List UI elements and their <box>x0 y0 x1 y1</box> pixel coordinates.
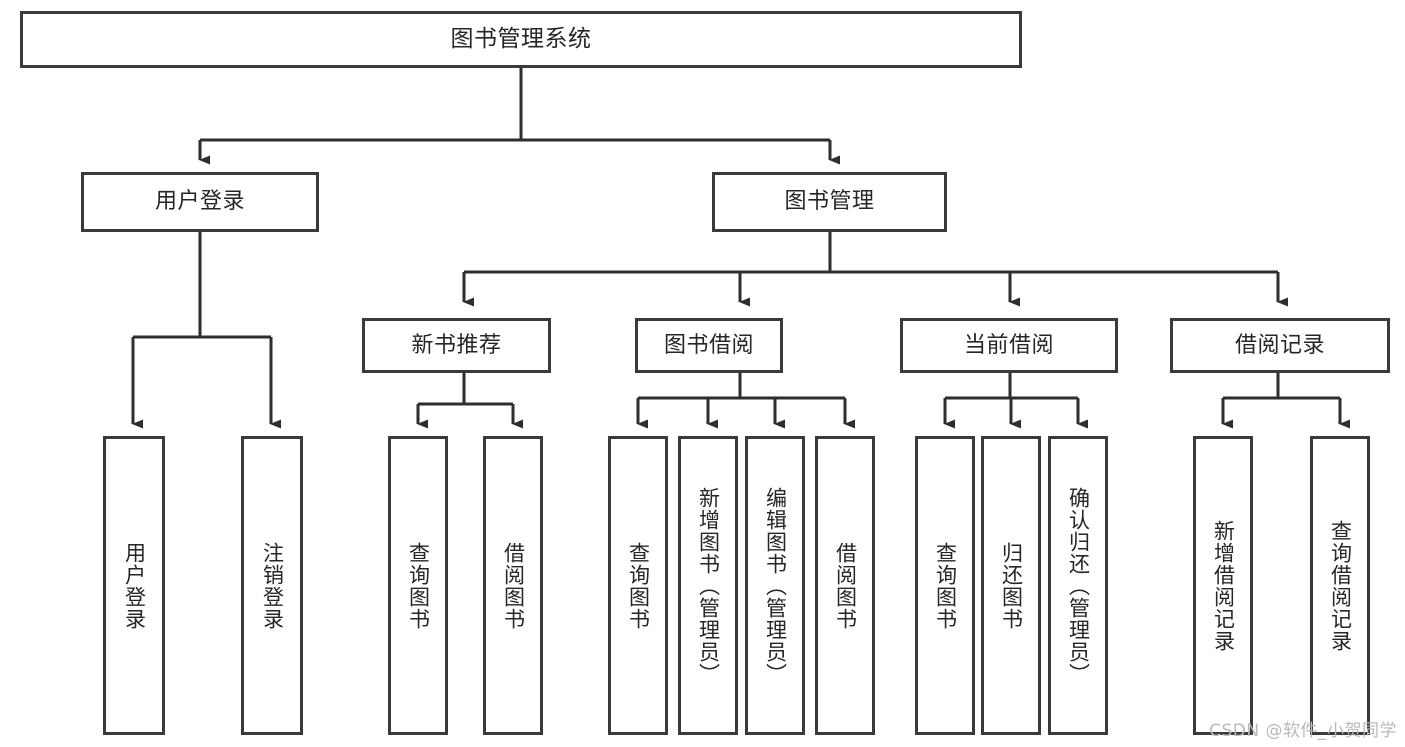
node-book-management[interactable]: 图书管理 <box>712 172 947 232</box>
node-current-borrow[interactable]: 当前借阅 <box>900 318 1118 373</box>
node-borrow-record[interactable]: 借阅记录 <box>1170 318 1390 373</box>
node-label: 当前借阅 <box>963 332 1054 358</box>
leaf-current-return-book[interactable]: 归还图书 <box>981 436 1041 735</box>
node-label: 查询图书 <box>933 541 958 630</box>
node-label: 借阅记录 <box>1234 332 1325 358</box>
node-label: 新书推荐 <box>411 332 502 358</box>
leaf-record-add-record[interactable]: 新增借阅记录 <box>1193 436 1253 735</box>
leaf-borrow-edit-book[interactable]: 编辑图书（管理员） <box>745 436 805 735</box>
leaf-record-query-record[interactable]: 查询借阅记录 <box>1310 436 1370 735</box>
node-label: 注销登录 <box>260 541 285 630</box>
node-user-login[interactable]: 用户登录 <box>81 172 319 232</box>
leaf-borrow-borrow-book[interactable]: 借阅图书 <box>815 436 875 735</box>
node-label: 编辑图书（管理员） <box>763 486 788 685</box>
node-book-borrow[interactable]: 图书借阅 <box>635 318 783 373</box>
node-label: 查询借阅记录 <box>1328 519 1353 652</box>
leaf-recommend-query-book[interactable]: 查询图书 <box>388 436 448 735</box>
leaf-borrow-query-book[interactable]: 查询图书 <box>608 436 668 735</box>
leaf-current-confirm-return[interactable]: 确认归还（管理员） <box>1048 436 1108 735</box>
node-label: 借阅图书 <box>501 541 526 630</box>
leaf-user-login-signin[interactable]: 用户登录 <box>103 436 165 735</box>
watermark: CSDN @软件_小贺同学 <box>1209 721 1397 741</box>
node-label: 归还图书 <box>999 541 1024 630</box>
node-label: 用户登录 <box>122 541 147 630</box>
node-label: 图书管理系统 <box>450 25 592 52</box>
leaf-user-login-signout[interactable]: 注销登录 <box>241 436 303 735</box>
node-label: 新增图书（管理员） <box>696 486 721 685</box>
node-new-book-recommend[interactable]: 新书推荐 <box>362 318 551 373</box>
node-system-root[interactable]: 图书管理系统 <box>20 11 1022 68</box>
leaf-borrow-add-book[interactable]: 新增图书（管理员） <box>678 436 738 735</box>
node-label: 查询图书 <box>626 541 651 630</box>
node-label: 查询图书 <box>406 541 431 630</box>
leaf-current-query-book[interactable]: 查询图书 <box>915 436 975 735</box>
node-label: 用户登录 <box>154 189 245 215</box>
node-label: 新增借阅记录 <box>1211 519 1236 652</box>
leaf-recommend-borrow-book[interactable]: 借阅图书 <box>483 436 543 735</box>
node-label: 确认归还（管理员） <box>1066 486 1091 685</box>
node-label: 借阅图书 <box>833 541 858 630</box>
node-label: 图书借阅 <box>663 332 754 358</box>
node-label: 图书管理 <box>784 189 875 215</box>
